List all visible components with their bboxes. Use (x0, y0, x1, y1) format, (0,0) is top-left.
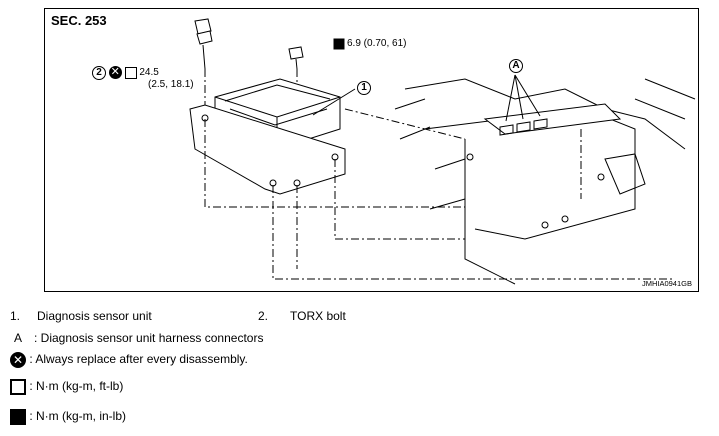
legend-replace-text: : Always replace after every disassembly… (29, 352, 248, 367)
callout-2-number: 2 (92, 66, 106, 81)
callout-1-number: 1 (357, 81, 371, 95)
legend-item1-text: Diagnosis sensor unit (37, 309, 152, 323)
torque-bolt2-sub: (2.5, 18.1) (148, 79, 194, 90)
torque-ftlb-icon (10, 379, 26, 395)
diagram-frame: SEC. 253 2 ✕ 24.5 (2.5, 18.1) 6.9 (0.70,… (44, 8, 699, 292)
diagram-drawing (189, 18, 696, 285)
torx-bolt-drawing (194, 18, 213, 70)
torque-bolt2-value: 24.5 (139, 67, 159, 79)
torque-nut-value: 6.9 (0.70, 61) (347, 38, 407, 49)
legend-replace-row: ✕ : Always replace after every disassemb… (10, 352, 248, 368)
callout-a: A (509, 59, 523, 73)
legend-item2-num: 2. (258, 309, 269, 323)
legend-nm-ftlb-text: : N·m (kg-m, ft-lb) (29, 379, 124, 394)
legend-item1-num: 1. (10, 309, 21, 323)
callout-1: 1 (357, 81, 371, 95)
legend-nm-inlb-text: : N·m (kg-m, in-lb) (29, 409, 127, 424)
callout-a-letter: A (509, 59, 523, 73)
torque-inlb-icon (10, 409, 26, 425)
replace-icon: ✕ (108, 66, 122, 79)
legend-a-text: : Diagnosis sensor unit harness connecto… (34, 331, 264, 345)
torque-ftlb-icon (124, 66, 137, 79)
figure-code: JMHIA0941GB (641, 279, 692, 288)
section-label: SEC. 253 (51, 13, 107, 28)
legend-a-key: A (14, 331, 23, 345)
callout-2: 2 ✕ 24.5 (92, 66, 159, 81)
nut-drawing (288, 46, 304, 70)
vehicle-floor-drawing (394, 78, 696, 285)
replace-icon: ✕ (10, 352, 26, 368)
legend-item2-text: TORX bolt (290, 309, 346, 323)
legend-inlb-row: : N·m (kg-m, in-lb) (10, 409, 126, 425)
torque-marker-nut (333, 38, 345, 50)
legend-ftlb-row: : N·m (kg-m, ft-lb) (10, 379, 123, 395)
